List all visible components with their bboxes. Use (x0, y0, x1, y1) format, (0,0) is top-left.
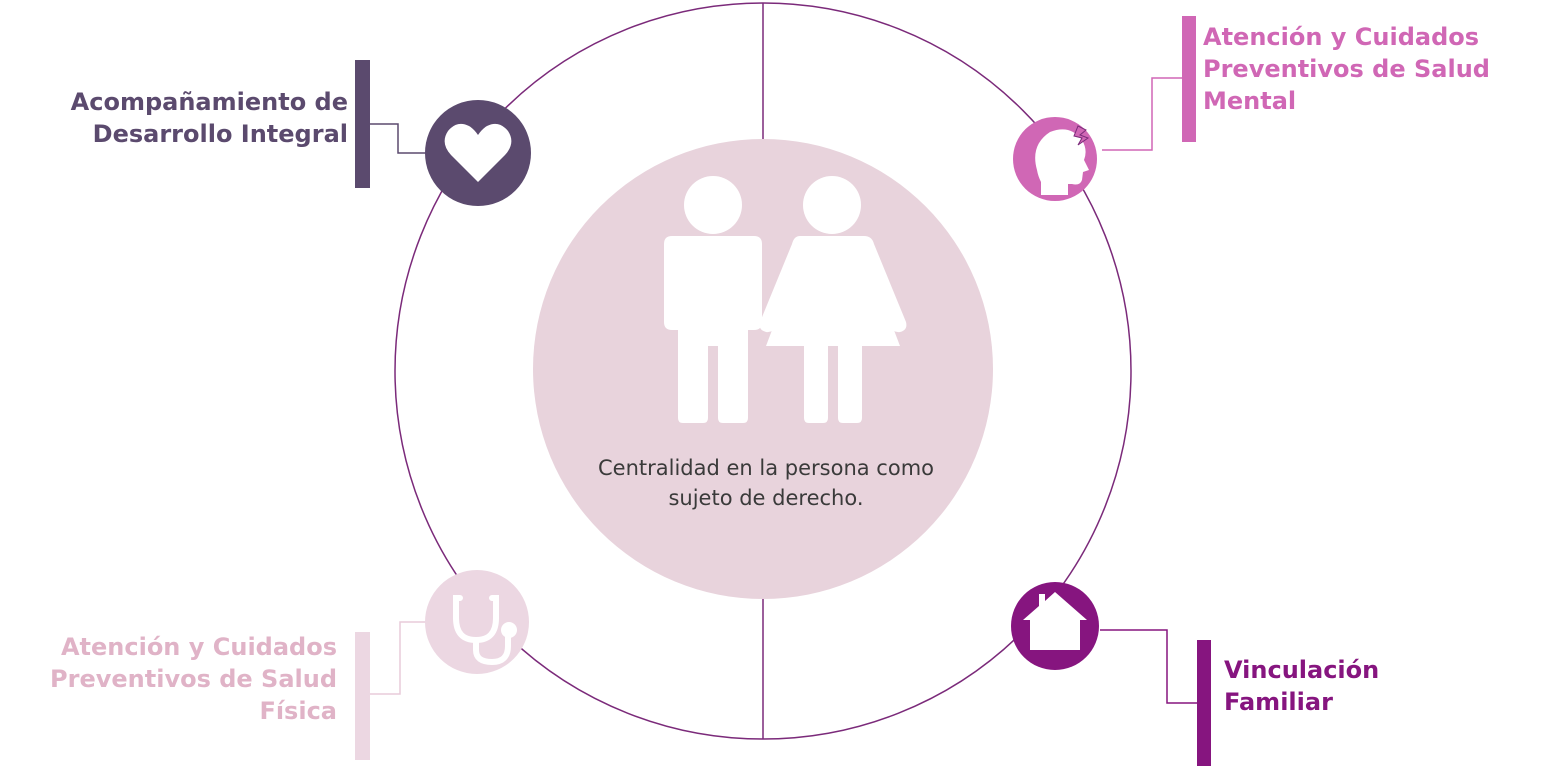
people-icon (664, 176, 907, 423)
node-desarrollo-integral (355, 60, 531, 206)
accent-bar (355, 60, 370, 188)
heart-icon (444, 123, 512, 182)
connector-line (1100, 629, 1197, 704)
center-text: Centralidad en la persona como sujeto de… (597, 456, 934, 510)
accent-bar (1197, 640, 1211, 766)
node-salud-fisica (355, 570, 529, 760)
connector-line (370, 123, 430, 154)
label-salud-mental: Atención y Cuidados Preventivos de Salud… (1203, 23, 1490, 115)
label-vinculacion-familiar: Vinculación Familiar (1224, 656, 1380, 716)
head-lightning-icon (1035, 125, 1090, 195)
accent-bar (355, 632, 370, 760)
label-salud-fisica: Atención y Cuidados Preventivos de Salud… (50, 633, 337, 725)
connector-line (370, 621, 432, 695)
node-salud-mental (1013, 16, 1196, 201)
label-desarrollo-integral: Acompañamiento de Desarrollo Integral (70, 88, 348, 148)
node-vinculacion-familiar (1011, 582, 1211, 766)
node-circle (425, 570, 529, 674)
accent-bar (1182, 16, 1196, 142)
connector-line (1102, 77, 1182, 151)
house-icon (1023, 592, 1087, 650)
center-circle (533, 139, 993, 599)
stethoscope-icon (453, 595, 517, 666)
